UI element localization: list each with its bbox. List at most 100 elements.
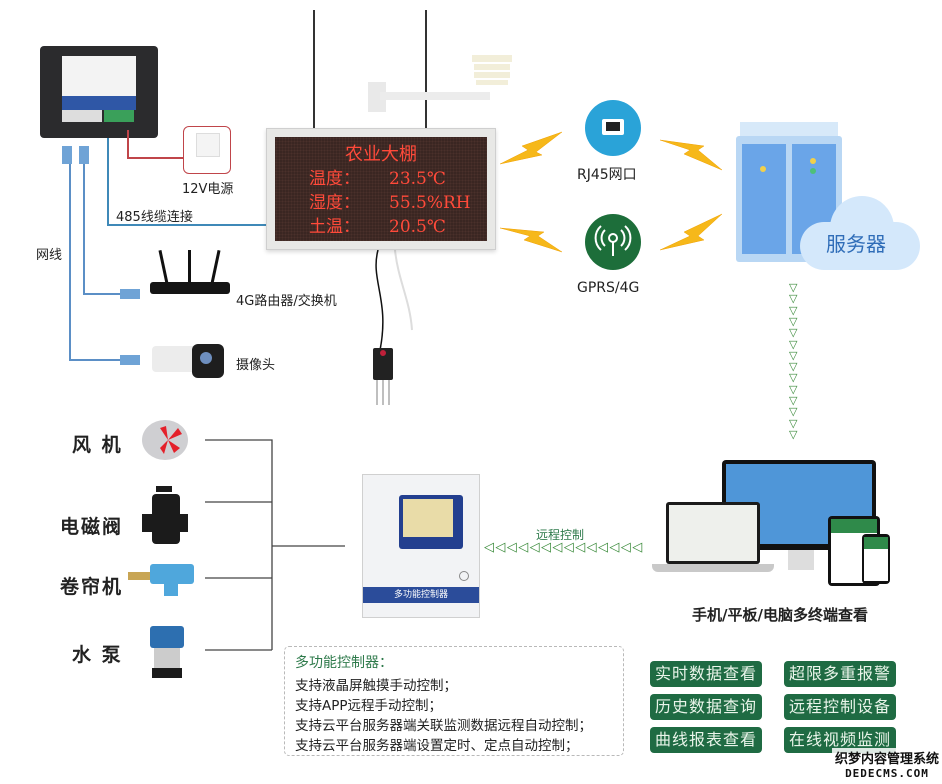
remote-control-label: 远程控制 (536, 528, 585, 542)
lan-cable-camera (69, 160, 128, 361)
led-label: 湿度： (309, 193, 360, 213)
down-arrow-icon: ▽ (789, 405, 798, 419)
left-arrow-icon: ◁ (598, 540, 608, 555)
gateway-ports (62, 110, 102, 122)
led-screen: 农业大棚 温度：23.5℃ 湿度： 55.5%RH 土温： 20.5℃ (275, 137, 487, 241)
router-label: 4G路由器/交换机 (236, 294, 337, 309)
lightning-bolt-icon (659, 139, 723, 171)
controller-lock-icon (459, 571, 469, 581)
lan-cable-router (83, 160, 128, 295)
phone-icon (862, 534, 890, 584)
lightning-bolt-icon (499, 131, 563, 165)
gateway-device (40, 46, 158, 138)
gateway-blue-strip (62, 96, 136, 110)
left-arrow-icon: ◁ (620, 540, 631, 555)
actuator-label-solenoid-valve: 电磁阀 (60, 516, 124, 538)
rj45-port-icon (585, 100, 641, 156)
rj45-plug-router (120, 289, 140, 299)
led-row: 土温： 20.5℃ (309, 212, 446, 237)
solenoid-valve-icon (142, 486, 188, 544)
adapter-icon (196, 133, 220, 157)
led-label: 土温： (309, 217, 360, 237)
weather-arm (380, 92, 490, 100)
soil-sensor-body (373, 348, 393, 380)
left-arrow-icon: ◁ (632, 540, 643, 555)
rj45-plug-camera (120, 355, 140, 365)
power-adapter (183, 126, 231, 174)
controller-touchscreen (399, 495, 463, 549)
features-title: 多功能控制器： (295, 655, 393, 671)
watermark-line2: DEDECMS.COM (845, 767, 929, 780)
weather-bracket (368, 82, 386, 112)
left-arrow-icon: ◁ (518, 540, 529, 555)
router-icon (150, 250, 230, 300)
down-arrow-icon: ▽ (789, 326, 798, 340)
power-cable (127, 130, 185, 159)
gprs-label: GPRS/4G (577, 280, 640, 296)
feature-item: 支持液晶屏触摸手动控制； (295, 678, 457, 694)
led-row: 温度：23.5℃ (309, 164, 446, 189)
lightning-bolt-icon (659, 213, 723, 251)
down-arrow-icon: ▽ (789, 360, 798, 374)
curtain-motor-icon (128, 560, 206, 596)
left-arrow-icon: ◁ (563, 540, 574, 555)
left-arrow-icon: ◁ (541, 540, 551, 555)
camera-icon (152, 344, 224, 378)
cable-label: 网线 (36, 248, 63, 263)
watermark: 织梦内容管理系统 DEDECMS.COM (832, 748, 942, 780)
soil-sensor-cable (375, 249, 384, 351)
led-title: 农业大棚 (345, 144, 417, 165)
controller-name-strip: 多功能控制器 (363, 587, 479, 603)
feature-item: 支持云平台服务器端设置定时、定点自动控制； (295, 738, 579, 754)
louvered-shield-icon (472, 55, 512, 85)
watermark-line1: 织梦内容管理系统 (834, 752, 939, 767)
capability-realtime-data: 实时数据查看 (650, 661, 762, 687)
down-arrow-icon: ▽ (789, 281, 798, 294)
capability-curve-report: 曲线报表查看 (650, 727, 762, 753)
capability-multi-alarm: 超限多重报警 (784, 661, 896, 687)
down-arrow-icon: ▽ (789, 416, 798, 430)
led-row: 湿度： 55.5%RH (309, 188, 471, 213)
gateway-terminal-block (104, 110, 134, 122)
actuator-label-curtain-motor: 卷帘机 (60, 576, 124, 598)
led-value: 55.5%RH (389, 193, 471, 213)
antenna-signal-icon (585, 214, 641, 270)
terminal-devices-icon (652, 460, 892, 586)
rj45-label: RJ45网口 (577, 167, 637, 183)
feature-item: 支持APP远程手动控制； (295, 698, 443, 714)
left-arrow-icon: ◁ (529, 540, 540, 555)
led-value: 20.5℃ (389, 217, 446, 237)
led-display-board: 农业大棚 温度：23.5℃ 湿度： 55.5%RH 土温： 20.5℃ (266, 128, 496, 250)
led-value: 23.5℃ (389, 169, 446, 189)
left-arrow-icon: ◁ (586, 540, 597, 555)
actuator-label-fan: 风 机 (72, 434, 123, 456)
down-arrow-icon: ▽ (789, 337, 798, 351)
down-arrow-icon: ▽ (789, 427, 798, 441)
left-arrow-icon: ◁ (575, 540, 586, 555)
laptop-icon (666, 502, 760, 564)
left-arrow-icon: ◁ (552, 540, 563, 555)
actuator-bracket (205, 439, 345, 651)
rj45-plug-1 (62, 146, 72, 164)
down-arrow-icon: ▽ (789, 348, 798, 362)
left-arrow-icon: ◁ (609, 540, 620, 555)
left-arrow-icon: ◁ (484, 540, 494, 555)
multi-function-controller: 多功能控制器 (362, 474, 480, 618)
feature-item: 支持云平台服务器端关联监测数据远程自动控制； (295, 718, 592, 734)
rs485-label: 485线缆连接 (116, 210, 193, 225)
capability-history-query: 历史数据查询 (650, 694, 762, 720)
capability-remote-control: 远程控制设备 (784, 694, 896, 720)
left-arrow-icon: ◁ (506, 540, 517, 555)
down-arrow-icon: ▽ (789, 394, 798, 407)
left-arrow-icon: ◁ (495, 540, 506, 555)
camera-label: 摄像头 (236, 358, 276, 373)
rs485-cable (107, 138, 266, 226)
down-arrow-icon: ▽ (789, 314, 798, 328)
down-arrow-icon: ▽ (789, 382, 798, 396)
fan-icon (142, 420, 188, 460)
sensor-white-cable (394, 249, 413, 331)
down-arrow-icon: ▽ (789, 303, 798, 317)
down-arrow-icon: ▽ (789, 371, 798, 385)
power-label: 12V电源 (182, 182, 234, 197)
